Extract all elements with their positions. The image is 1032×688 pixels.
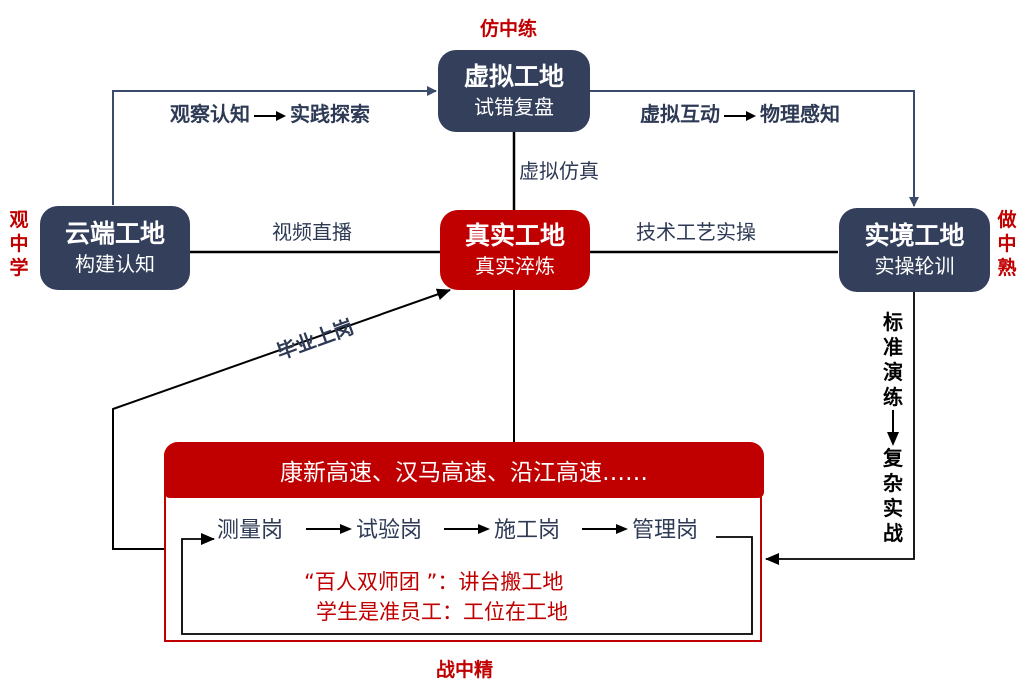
edge-label-to: 物理感知 (760, 102, 840, 126)
edge-label-to: 实践探索 (290, 102, 370, 126)
note-quasi-employee: 学生是准员工：工位在工地 (316, 600, 568, 624)
edge-label-from: 观察认知 (170, 102, 250, 126)
post-management[interactable]: 管理岗 (632, 518, 699, 543)
note-dual-teacher: “百人双师团 ”：讲台搬工地 (304, 570, 564, 594)
node-subtitle: 实操轮训 (874, 254, 955, 278)
phase-label-bottom: 战中精 (436, 659, 494, 681)
node-title: 真实工地 (464, 221, 565, 250)
post-construction[interactable]: 施工岗 (494, 518, 561, 543)
phase-left-char: 中 (9, 233, 29, 255)
node-subtitle: 真实淬炼 (475, 254, 555, 278)
vlabel-char: 复 (883, 446, 903, 470)
node-subtitle: 试错复盘 (474, 95, 554, 119)
phase-label-top: 仿中练 (480, 18, 538, 40)
edge-label-cloud-to-virtual: 观察认知 实践探索 (170, 98, 370, 127)
vlabel-char: 战 (883, 521, 903, 545)
phase-left-char: 观 (9, 209, 29, 231)
phase-right-char: 做 (997, 209, 1017, 231)
edge-label-complex-combat: 复 杂 实 战 (880, 446, 906, 546)
node-practice-site[interactable]: 实境工地 实操轮训 (839, 208, 990, 292)
node-title: 实境工地 (864, 221, 965, 250)
phase-right-char: 熟 (997, 257, 1017, 279)
vlabel-char: 实 (883, 496, 903, 520)
edge-label-virtual-sim: 虚拟仿真 (519, 159, 599, 183)
vlabel-char: 准 (883, 335, 903, 359)
vlabel-char: 标 (883, 310, 903, 334)
node-real-site[interactable]: 真实工地 真实淬炼 (440, 210, 590, 290)
post-survey[interactable]: 测量岗 (217, 518, 284, 543)
vlabel-char: 杂 (883, 471, 903, 495)
arrow-right-icon (306, 524, 352, 534)
edge-label-craft-practice: 技术工艺实操 (636, 220, 756, 244)
arrow-right-icon (724, 110, 756, 121)
node-cloud-site[interactable]: 云端工地 构建认知 (40, 206, 190, 290)
phase-left-char: 学 (9, 257, 29, 279)
arrow-down-icon (887, 410, 899, 446)
arrow-right-icon (254, 110, 286, 121)
phase-label-left: 观 中 学 (8, 208, 30, 280)
edge-graduate (112, 288, 451, 550)
edge-label-from: 虚拟互动 (640, 102, 720, 126)
post-testing[interactable]: 试验岗 (356, 518, 423, 543)
node-title: 虚拟工地 (463, 62, 564, 91)
phase-label-right: 做 中 熟 (996, 208, 1018, 280)
phase-right-char: 中 (997, 233, 1017, 255)
vlabel-char: 演 (883, 360, 903, 384)
edge-label-standard-drill: 标 准 演 练 (880, 310, 906, 410)
vlabel-char: 练 (883, 385, 903, 409)
node-subtitle: 构建认知 (75, 252, 155, 276)
node-title: 云端工地 (64, 219, 165, 248)
node-virtual-site[interactable]: 虚拟工地 试错复盘 (438, 50, 590, 132)
edge-cloud-to-virtual (112, 86, 437, 205)
edge-label-virtual-to-practice: 虚拟互动 物理感知 (640, 98, 840, 127)
edge-label-live-video: 视频直播 (272, 220, 352, 244)
arrow-right-icon (582, 524, 628, 534)
edge-virtual-to-practice (590, 90, 919, 207)
arrow-right-icon (444, 524, 490, 534)
edge-practice-to-projects (765, 292, 915, 565)
projects-header: 康新高速、汉马高速、沿江高速…… (164, 442, 764, 498)
